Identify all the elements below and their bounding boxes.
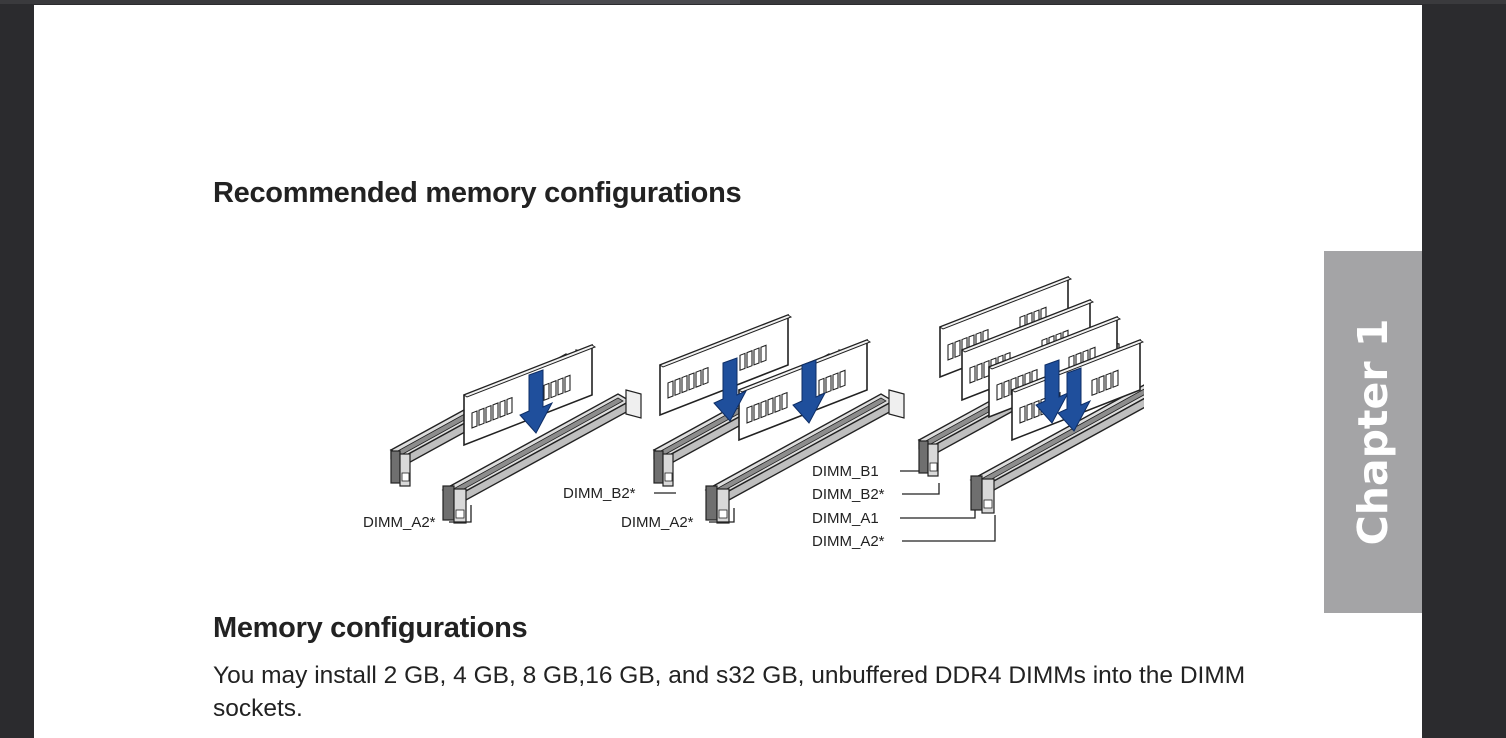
label-dimm-a2: DIMM_A2* [621, 514, 694, 531]
memory-configuration-illustration: DIMM_A2* DIMM_B2* DIMM_A2* [363, 276, 1144, 550]
memory-configurations-text: You may install 2 GB, 4 GB, 8 GB,16 GB, … [213, 662, 1246, 722]
label-dimm-b2: DIMM_B2* [812, 486, 885, 503]
recommended-configurations-heading: Recommended memory configurations [213, 177, 742, 209]
viewer-top-bar [0, 0, 1506, 4]
config-two-dimms: DIMM_B2* DIMM_A2* [563, 314, 905, 531]
config-one-dimm: DIMM_A2* [363, 344, 642, 531]
label-dimm-a1: DIMM_A1 [812, 510, 879, 527]
viewer-tab[interactable] [540, 0, 740, 4]
label-dimm-b2: DIMM_B2* [563, 485, 636, 502]
document-page: Recommended memory configurations [34, 5, 1422, 738]
label-dimm-a2: DIMM_A2* [812, 533, 885, 550]
config-four-dimms: DIMM_B1 DIMM_B2* DIMM_A1 DIMM_A2* [812, 276, 1144, 550]
label-dimm-b1: DIMM_B1 [812, 463, 879, 480]
chapter-label: Chapter 1 [1349, 318, 1397, 546]
label-dimm-a2: DIMM_A2* [363, 514, 436, 531]
chapter-tab: Chapter 1 [1324, 251, 1422, 613]
memory-configurations-heading: Memory configurations [213, 612, 528, 644]
